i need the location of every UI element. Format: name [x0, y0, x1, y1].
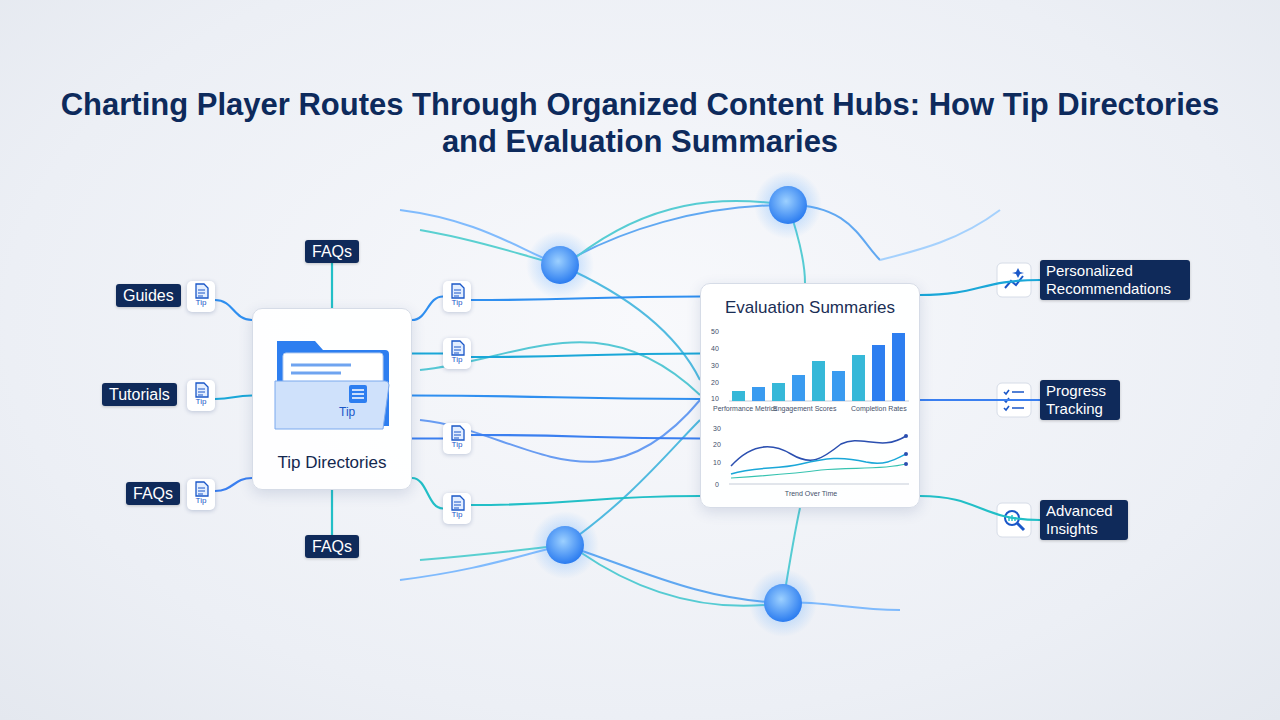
connector — [920, 496, 1040, 520]
tracking-label: Progress Tracking — [1040, 380, 1120, 420]
connector — [215, 478, 252, 491]
axis-tick: 20 — [711, 379, 719, 387]
connector — [412, 352, 443, 354]
connector — [412, 297, 443, 321]
axis-category: Performance Metrics — [713, 405, 778, 413]
tip-icon: Tip — [443, 493, 471, 524]
evaluation-panel: Evaluation Summaries5040302010Performanc… — [700, 283, 920, 508]
node-label: Tip — [443, 355, 471, 364]
axis-tick: 10 — [713, 459, 721, 467]
tip-icon: Tip — [443, 338, 471, 369]
node-label: FAQs — [312, 243, 352, 260]
axis-tick: 10 — [711, 395, 719, 403]
connector — [331, 490, 333, 535]
node-label: FAQs — [133, 485, 173, 502]
connector — [412, 437, 443, 439]
connector — [412, 396, 700, 400]
axis-category: Completion Rates — [851, 405, 907, 413]
node-label: Personalized Recommendations — [1046, 262, 1184, 298]
axis-tick: 30 — [711, 362, 719, 370]
axis-tick: 0 — [715, 481, 719, 489]
connector — [412, 478, 443, 509]
tip-icon: Tip — [443, 281, 471, 312]
tip-icon: Tip — [443, 423, 471, 454]
folder-tip-label: Tip — [339, 405, 355, 419]
faq-label: FAQs — [305, 240, 359, 263]
axis-tick: 20 — [713, 441, 721, 449]
document-icon — [443, 338, 471, 369]
diagram-title: Charting Player Routes Through Organized… — [60, 86, 1220, 160]
node-label: Tip — [187, 298, 215, 307]
node-label: Tip — [443, 510, 471, 519]
tip-directory-panel: Tip Directories Tip — [252, 308, 412, 490]
insights-label: Advanced Insights — [1040, 500, 1128, 540]
chart-illustration — [701, 284, 921, 509]
axis-tick: 30 — [713, 425, 721, 433]
axis-tick: 40 — [711, 345, 719, 353]
node-label: Guides — [123, 287, 174, 304]
connector — [471, 496, 700, 505]
panel-heading: Evaluation Summaries — [701, 298, 919, 318]
node-label: Tip — [187, 397, 215, 406]
faq-label: FAQs — [126, 482, 180, 505]
axis-category: Engagement Scores — [773, 405, 836, 413]
document-icon — [443, 493, 471, 524]
axis-tick: 50 — [711, 328, 719, 336]
recommendation-label: Personalized Recommendations — [1040, 260, 1190, 300]
node-label: Tip — [443, 298, 471, 307]
connector — [471, 297, 700, 301]
guide-label: Guides — [116, 284, 181, 307]
document-icon — [187, 281, 215, 312]
connector — [215, 396, 252, 400]
node-label: Advanced Insights — [1046, 502, 1122, 538]
panel-heading: Tip Directories — [253, 453, 411, 473]
chart-caption: Trend Over Time — [701, 490, 921, 498]
tip-icon: Tip — [187, 479, 215, 510]
node-label: Tip — [339, 405, 355, 419]
faq-label: FAQs — [305, 535, 359, 558]
connector — [471, 354, 700, 358]
tip-icon: Tip — [187, 281, 215, 312]
tip-icon: Tip — [187, 380, 215, 411]
document-icon — [187, 479, 215, 510]
node-label: Tutorials — [109, 386, 170, 403]
tutorial-label: Tutorials — [102, 383, 177, 406]
connector — [215, 300, 252, 320]
connector — [471, 435, 700, 439]
node-label: Progress Tracking — [1046, 382, 1114, 418]
document-icon — [443, 423, 471, 454]
document-icon — [187, 380, 215, 411]
connector — [331, 263, 333, 308]
document-icon — [443, 281, 471, 312]
connector — [920, 280, 1040, 295]
connector — [920, 399, 1040, 401]
node-label: FAQs — [312, 538, 352, 555]
node-label: Tip — [187, 496, 215, 505]
node-label: Tip — [443, 440, 471, 449]
